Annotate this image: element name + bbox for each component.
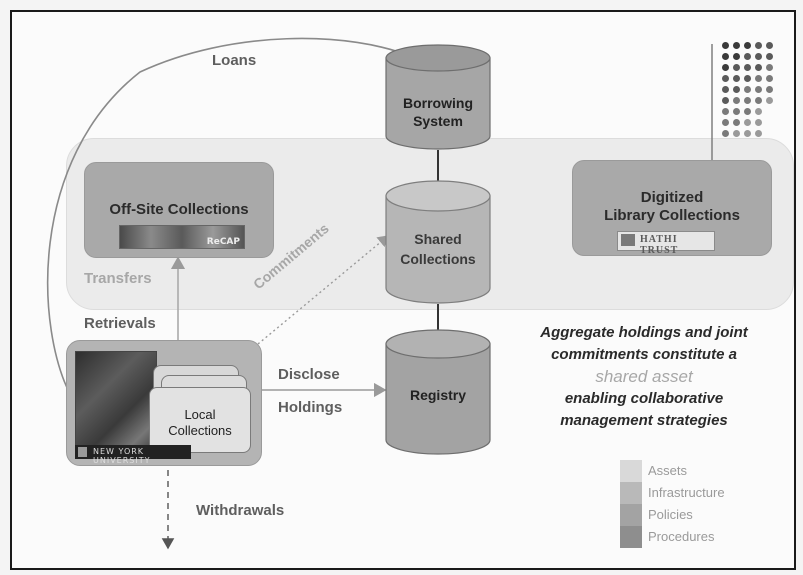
decorative-dot <box>733 42 740 49</box>
decorative-dot <box>722 42 729 49</box>
decorative-dot <box>722 53 729 60</box>
decorative-dot <box>755 86 762 93</box>
decorative-dot <box>766 42 773 49</box>
digitized-collections-box: Digitized Library Collections HATHI TRUS… <box>572 160 772 256</box>
decorative-dot <box>755 64 762 71</box>
decorative-dot-grid <box>722 42 792 152</box>
legend-swatch <box>620 504 642 526</box>
decorative-dot <box>722 86 729 93</box>
decorative-dot <box>722 75 729 82</box>
recap-logo-text: ReCAP <box>206 237 240 247</box>
decorative-dot <box>766 53 773 60</box>
local-collections-box: Local Collections NEW YORK UNIVERSITY <box>66 340 262 466</box>
loans-label: Loans <box>212 52 257 69</box>
caption-line-1: Aggregate holdings and joint <box>540 324 748 341</box>
decorative-dot <box>744 53 751 60</box>
decorative-dot <box>733 130 740 137</box>
local-title-2: Collections <box>168 423 232 438</box>
local-card-front: Local Collections <box>149 387 251 453</box>
registry-cylinder: Registry <box>385 329 491 455</box>
caption-line-4: enabling collaborative <box>564 390 724 407</box>
nyu-torch-icon <box>78 447 87 457</box>
hathitrust-emblem <box>621 234 635 246</box>
decorative-dot <box>766 86 773 93</box>
legend-swatch <box>620 526 642 548</box>
local-title-1: Local <box>184 407 216 422</box>
legend-label: Procedures <box>648 529 715 544</box>
retrievals-label: Retrievals <box>84 315 156 332</box>
decorative-dot <box>733 108 740 115</box>
transfers-label: Transfers <box>84 270 152 287</box>
loans-arrow <box>46 37 416 399</box>
shared-collections-cylinder: Shared Collections <box>385 180 491 304</box>
decorative-dot <box>755 119 762 126</box>
decorative-dot <box>744 42 751 49</box>
decorative-dot <box>722 130 729 137</box>
decorative-dot <box>722 108 729 115</box>
caption-line-2: commitments constitute a <box>551 346 737 363</box>
shared-label-1: Shared <box>414 231 461 247</box>
digitized-title-1: Digitized <box>640 189 704 206</box>
decorative-dot <box>755 108 762 115</box>
decorative-dot <box>766 75 773 82</box>
legend-swatch <box>620 460 642 482</box>
offsite-title: Off-Site Collections <box>109 201 249 218</box>
registry-label: Registry <box>410 387 466 403</box>
caption: Aggregate holdings and joint commitments… <box>522 322 766 432</box>
borrowing-label-2: System <box>413 113 463 129</box>
decorative-dot <box>733 86 740 93</box>
decorative-dot <box>733 53 740 60</box>
decorative-dot <box>733 75 740 82</box>
decorative-dot <box>744 97 751 104</box>
disclose-label: Disclose <box>278 366 340 383</box>
decorative-dot <box>755 75 762 82</box>
decorative-dot <box>744 130 751 137</box>
legend-swatch <box>620 482 642 504</box>
decorative-dot <box>766 64 773 71</box>
decorative-dot <box>766 97 773 104</box>
borrowing-label-1: Borrowing <box>403 95 473 111</box>
recap-logo: ReCAP <box>119 225 245 249</box>
legend-label: Infrastructure <box>648 485 725 500</box>
decorative-dot <box>722 97 729 104</box>
decorative-dot <box>744 108 751 115</box>
nyu-logo-text: NEW YORK UNIVERSITY <box>93 447 151 465</box>
decorative-dot <box>733 119 740 126</box>
caption-accent: shared asset <box>595 367 693 386</box>
digitized-title-2: Library Collections <box>604 207 740 224</box>
legend: Assets Infrastructure Policies Procedure… <box>620 460 790 560</box>
holdings-label: Holdings <box>278 399 343 416</box>
decorative-dot <box>755 42 762 49</box>
decorative-dot <box>722 64 729 71</box>
caption-line-5: management strategies <box>560 412 728 429</box>
withdrawals-label: Withdrawals <box>196 502 285 519</box>
decorative-dot <box>755 130 762 137</box>
decorative-dot <box>744 86 751 93</box>
library-photo <box>75 351 157 459</box>
decorative-dot <box>755 97 762 104</box>
decorative-dot <box>733 64 740 71</box>
nyu-logo-bar: NEW YORK UNIVERSITY <box>75 445 191 465</box>
decorative-dot <box>733 97 740 104</box>
legend-label: Policies <box>648 507 693 522</box>
decorative-dot <box>744 64 751 71</box>
hathitrust-logo-text: HATHI TRUST <box>640 234 679 256</box>
offsite-collections-box: Off-Site Collections ReCAP <box>84 162 274 258</box>
decorative-dot <box>722 119 729 126</box>
decorative-dot <box>755 53 762 60</box>
hathitrust-logo: HATHI TRUST <box>617 231 715 256</box>
commitments-arrow <box>257 235 390 345</box>
decorative-dot <box>744 75 751 82</box>
borrowing-system-cylinder: Borrowing System <box>385 44 491 150</box>
shared-label-2: Collections <box>400 251 476 267</box>
legend-label: Assets <box>648 463 688 478</box>
decorative-dot <box>744 119 751 126</box>
